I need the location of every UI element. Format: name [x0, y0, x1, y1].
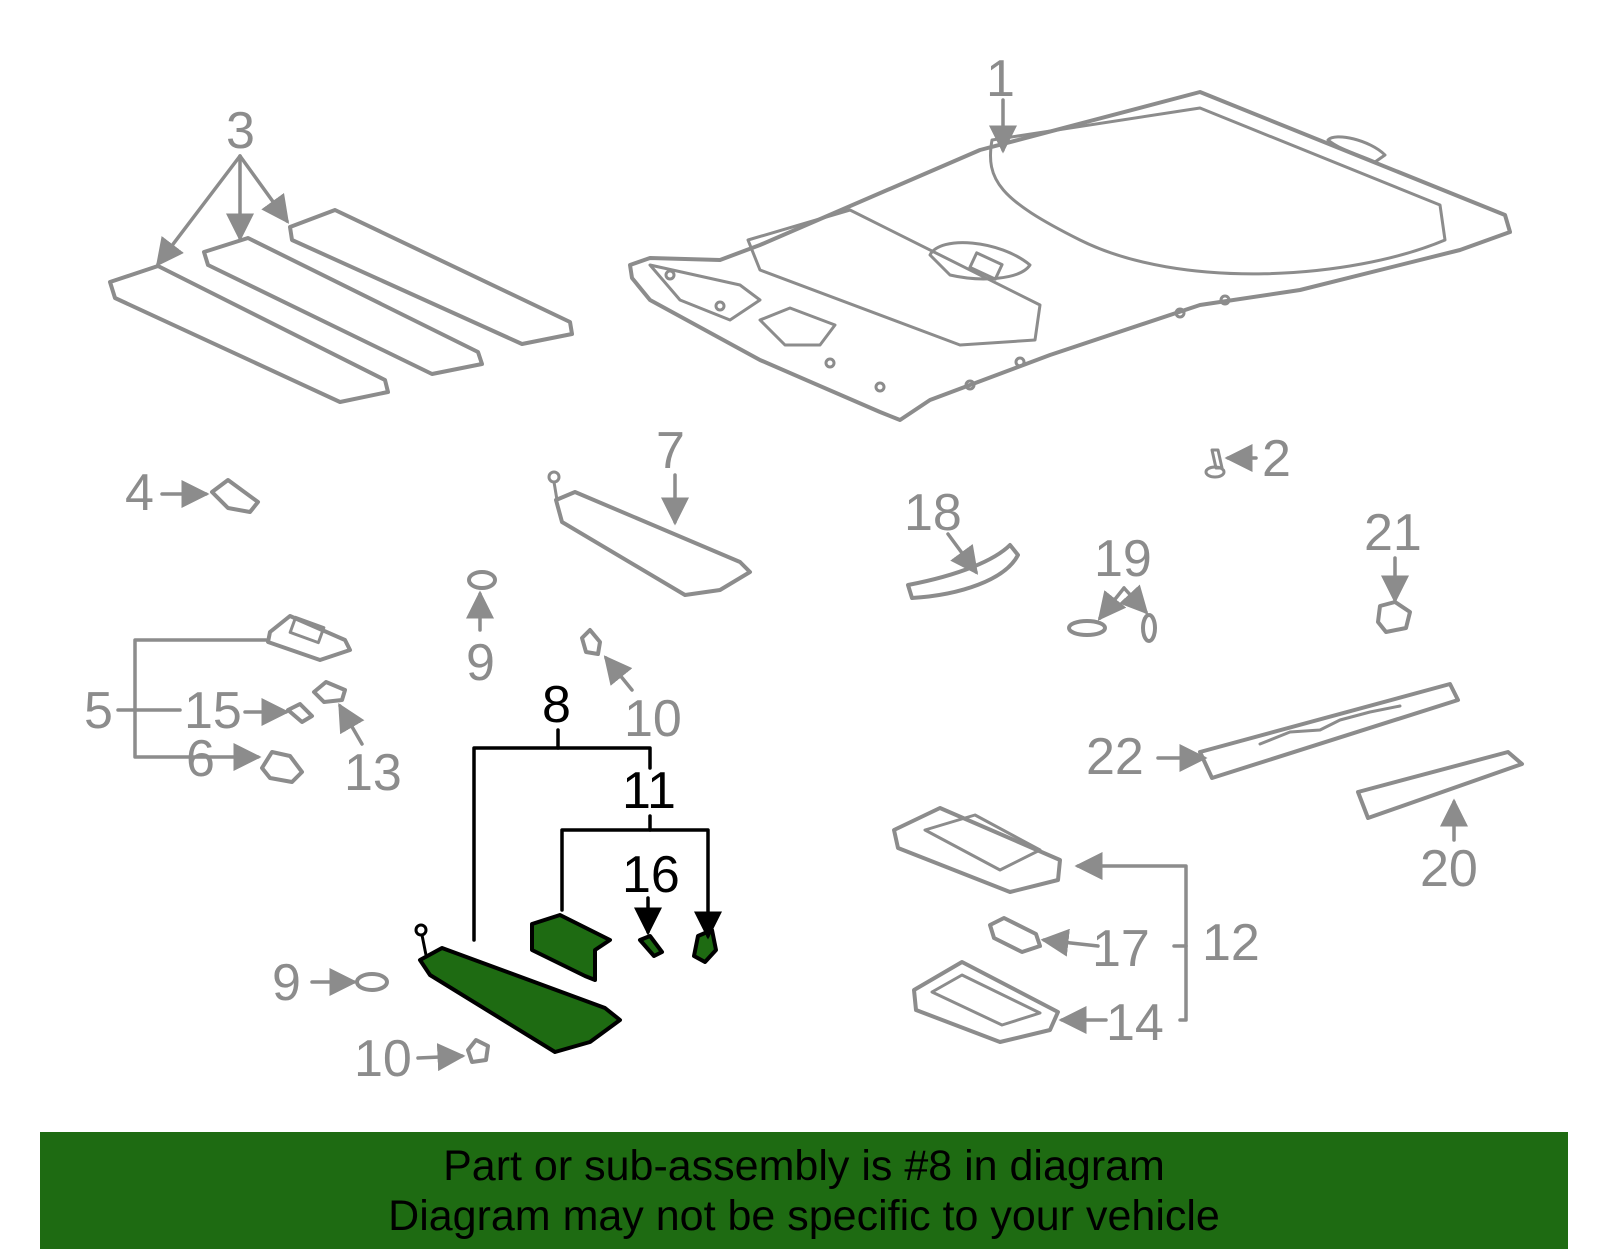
info-banner: Part or sub-assembly is #8 in diagram Di…	[40, 1132, 1568, 1249]
callout-15: 15	[184, 682, 242, 740]
bulb-part-15[interactable]	[286, 702, 314, 724]
clip-part-10-upper[interactable]	[580, 628, 602, 656]
mirror-cover-part-11-highlighted[interactable]	[530, 913, 612, 982]
leader-lines	[116, 98, 1468, 1072]
socket-part-6[interactable]	[260, 750, 304, 784]
callout-21: 21	[1364, 504, 1422, 562]
callout-12: 12	[1202, 914, 1260, 972]
holder-part-9-lower[interactable]	[355, 972, 389, 992]
callout-3: 3	[226, 102, 255, 160]
leader-lines-highlighted	[472, 728, 722, 942]
callout-10-upper: 10	[624, 690, 682, 748]
callout-2: 2	[1262, 430, 1291, 488]
callout-22: 22	[1086, 728, 1144, 786]
lens-part-14[interactable]	[912, 960, 1060, 1044]
callout-5: 5	[84, 682, 113, 740]
callout-8: 8	[542, 676, 571, 734]
clip-part-4[interactable]	[210, 478, 260, 514]
callout-1: 1	[986, 50, 1015, 108]
callout-13: 13	[344, 744, 402, 802]
rail-part-22[interactable]	[1198, 682, 1460, 780]
callout-9-lower: 9	[272, 954, 301, 1012]
sun-visor-part-7[interactable]	[547, 470, 752, 597]
callout-11: 11	[622, 762, 676, 820]
holder-part-9-upper[interactable]	[467, 570, 497, 590]
callout-6: 6	[186, 730, 215, 788]
banner-line-1: Part or sub-assembly is #8 in diagram	[443, 1141, 1165, 1190]
banner-line-2: Diagram may not be specific to your vehi…	[388, 1191, 1220, 1240]
bulb-part-17[interactable]	[988, 916, 1042, 954]
pin-part-16-highlighted[interactable]	[638, 934, 664, 958]
callout-18: 18	[904, 484, 962, 542]
clip-part-2[interactable]	[1204, 448, 1226, 479]
callout-10-lower: 10	[354, 1030, 412, 1088]
callout-19: 19	[1094, 530, 1152, 588]
console-part-12[interactable]	[892, 806, 1062, 894]
callout-20: 20	[1420, 840, 1478, 898]
rail-part-20[interactable]	[1356, 750, 1524, 820]
sun-visor-part-8-highlighted[interactable]	[414, 923, 622, 1054]
bracket-part-21[interactable]	[1376, 600, 1412, 634]
roof-pads-part-3[interactable]	[108, 208, 574, 404]
clip-part-10-lower[interactable]	[466, 1038, 490, 1064]
clip-part-11-highlighted[interactable]	[692, 928, 718, 964]
lens-part-13[interactable]	[312, 680, 347, 704]
callout-16: 16	[622, 846, 680, 904]
callout-14: 14	[1106, 994, 1164, 1052]
callout-9-upper: 9	[466, 634, 495, 692]
callout-4: 4	[125, 464, 154, 522]
lamp-part-5[interactable]	[266, 614, 352, 662]
cover-part-19[interactable]	[1067, 613, 1157, 643]
callout-7: 7	[656, 422, 685, 480]
callout-17: 17	[1092, 920, 1150, 978]
headliner-part-1[interactable]	[628, 90, 1512, 422]
